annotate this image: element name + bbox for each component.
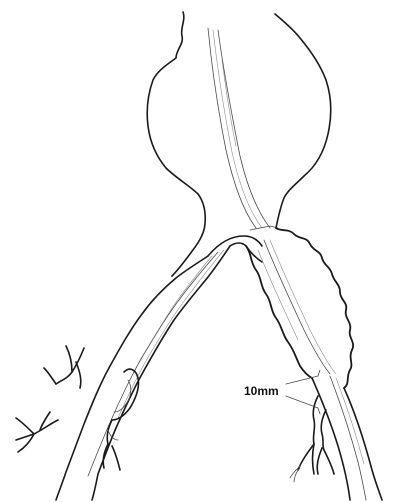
- left-iliac-limb: [16, 246, 230, 500]
- measurement-label: 10mm: [244, 384, 279, 398]
- right-iliac-limb: [246, 228, 382, 500]
- stent-graft-main-body: [208, 28, 270, 228]
